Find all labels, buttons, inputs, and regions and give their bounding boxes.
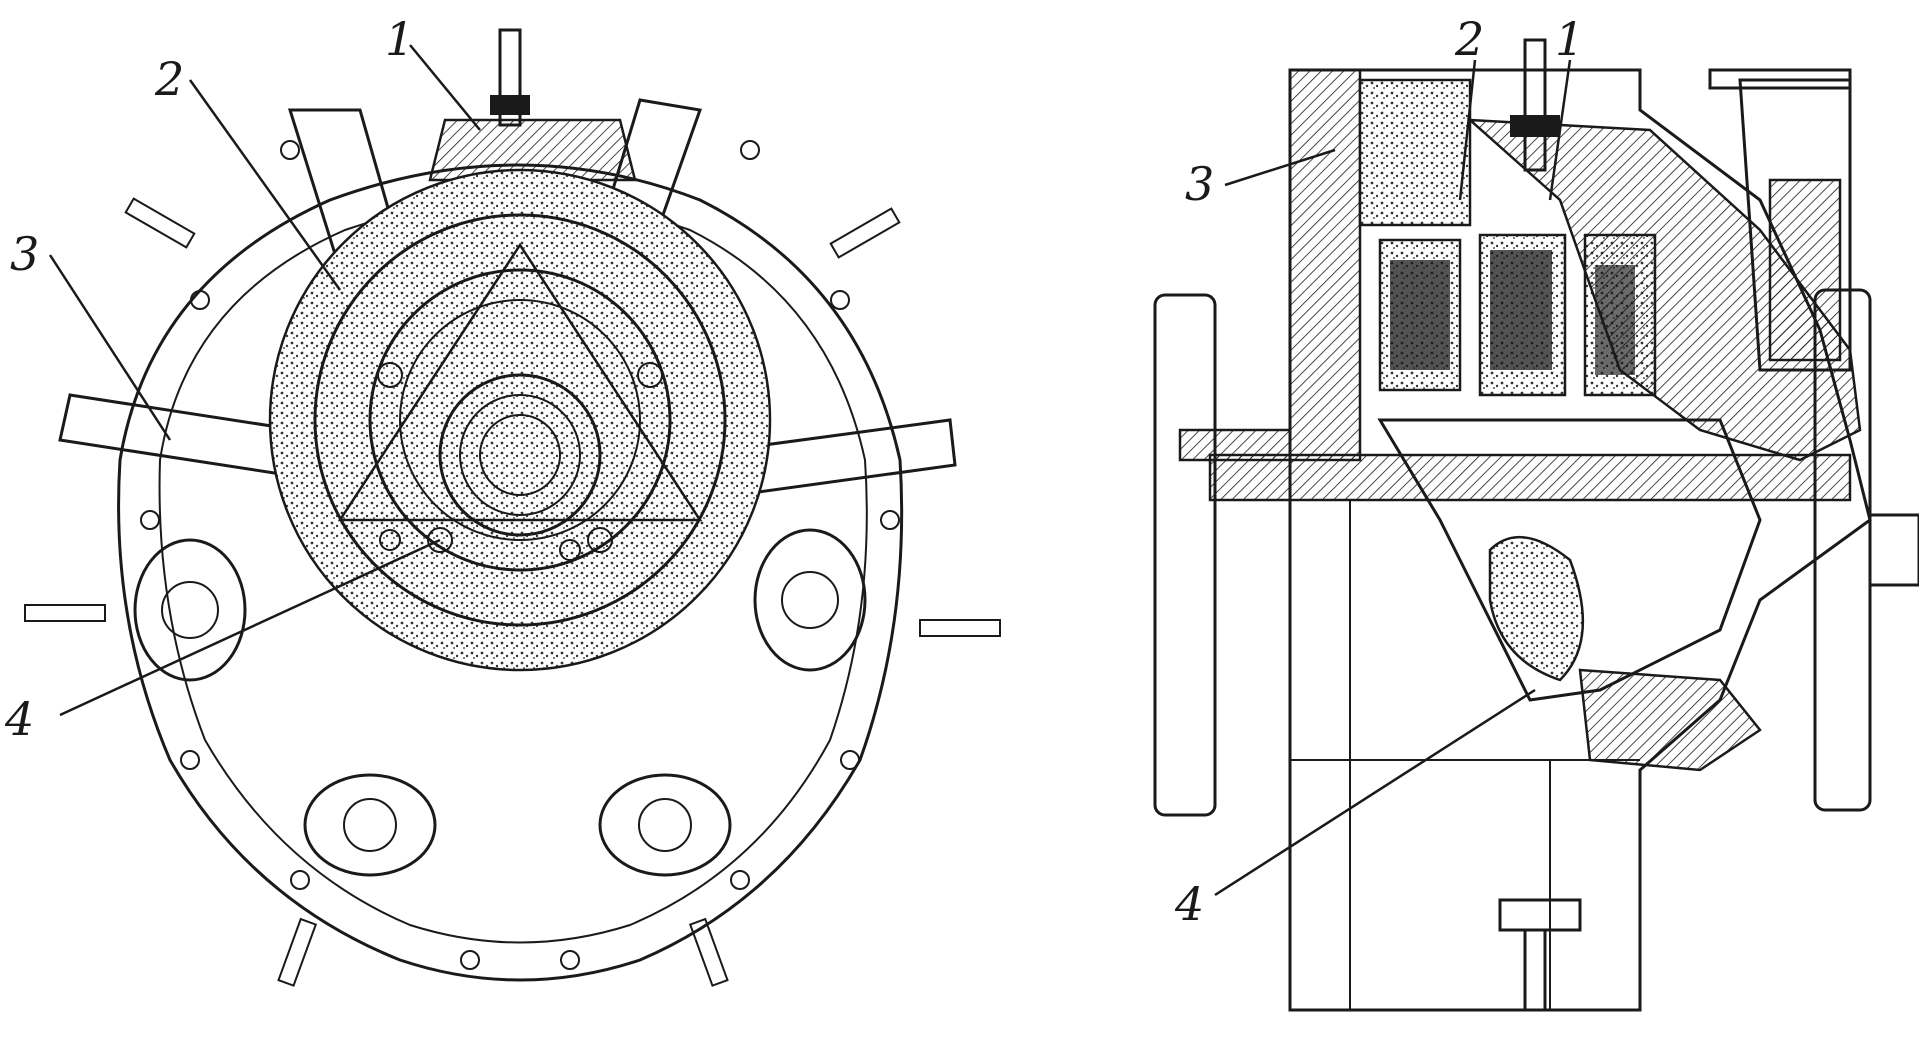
side-view: 2 1 3 4 bbox=[1153, 12, 1919, 1012]
exhaust-pipe bbox=[1738, 78, 1852, 372]
side-plugs bbox=[24, 197, 1001, 987]
spark-plug-top bbox=[498, 28, 522, 127]
front-view: 1 2 3 4 bbox=[4, 12, 1001, 987]
side-label-4: 4 bbox=[1174, 877, 1204, 931]
shaft bbox=[1208, 453, 1852, 502]
port-flanges bbox=[133, 528, 867, 877]
side-label-3: 3 bbox=[1185, 157, 1214, 211]
front-label-4: 4 bbox=[4, 692, 34, 746]
gear-block bbox=[1578, 668, 1762, 772]
rear-housing bbox=[1466, 118, 1862, 462]
side-label-2: 2 bbox=[1454, 12, 1484, 66]
front-plate bbox=[1178, 68, 1362, 462]
side-label-1: 1 bbox=[1555, 12, 1584, 66]
outer-housing bbox=[117, 163, 904, 982]
front-label-3: 3 bbox=[10, 227, 39, 281]
bolt-holes bbox=[140, 140, 900, 970]
bearing bbox=[438, 373, 602, 537]
spark-plug-side bbox=[1523, 38, 1547, 172]
eccentric-shaft bbox=[368, 268, 672, 572]
rotor bbox=[337, 242, 703, 522]
left-flywheel bbox=[1153, 293, 1217, 817]
front-label-2: 2 bbox=[154, 52, 184, 106]
top-lug bbox=[428, 118, 637, 182]
front-label-1: 1 bbox=[385, 12, 414, 66]
